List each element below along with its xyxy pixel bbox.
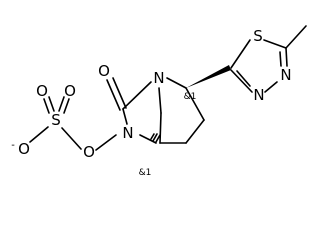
atom-n-thiadiazole-upper: N [280,66,291,84]
bond-td-n3-c2-b [236,70,251,87]
atom-o-carbonyl: O [98,62,110,80]
bond-s-o-top-right-b [63,98,70,114]
bond-n-o [95,134,117,151]
chemical-structure-diagram: O N N O S O O O - S N N &1 &1 [11,25,307,178]
bond-methyl [285,25,307,49]
bond-s-o-top-left-a [48,96,55,112]
bond-td-c5-n4-b [279,51,282,67]
atom-o-minus: O [18,140,30,158]
atom-n-ring: N [122,124,133,142]
charge-minus: - [11,140,15,151]
bond-s-o-minus [29,126,49,143]
bond-s-o-top-left-b [43,98,50,114]
hashed-wedge-bond [150,133,161,143]
bond-td-c5-n4-a [285,47,288,67]
bond-n-ch-upper [166,77,187,89]
bond-td-c2-s [230,39,251,69]
atom-n-thiadiazole-lower: N [253,86,264,104]
bond-ring-c2 [185,119,205,144]
bold-wedge-bond [186,65,231,88]
atom-n-bridgehead: N [153,69,164,87]
atom-o-top-left: O [36,82,48,100]
atom-s-sulfate: S [51,111,61,129]
bond-td-s-c5 [263,39,287,49]
bond-ring-c1 [185,87,205,121]
bond-s-o-top-right-a [58,96,65,112]
stereo-label-top: &1 [184,92,197,102]
molecule-drawing: O N N O S O O O - S N N &1 &1 [11,25,307,178]
bond-c-n-ring [122,108,128,125]
bond-td-n4-n3 [264,81,278,93]
atom-o-n: O [83,143,95,161]
bond-bridge-a [158,87,162,114]
bond-carbonyl-double-b [112,77,127,109]
atom-s-thiadiazole: S [253,27,263,45]
atom-o-top-right: O [64,82,76,100]
bond-c-n-bridgehead [122,81,152,110]
bond-bridge-b [159,112,162,144]
bond-carbonyl-double-a [106,79,121,111]
bond-o-s [61,127,82,150]
stereo-label-bottom: &1 [139,168,152,178]
bond-td-n3-c2-a [230,69,253,93]
